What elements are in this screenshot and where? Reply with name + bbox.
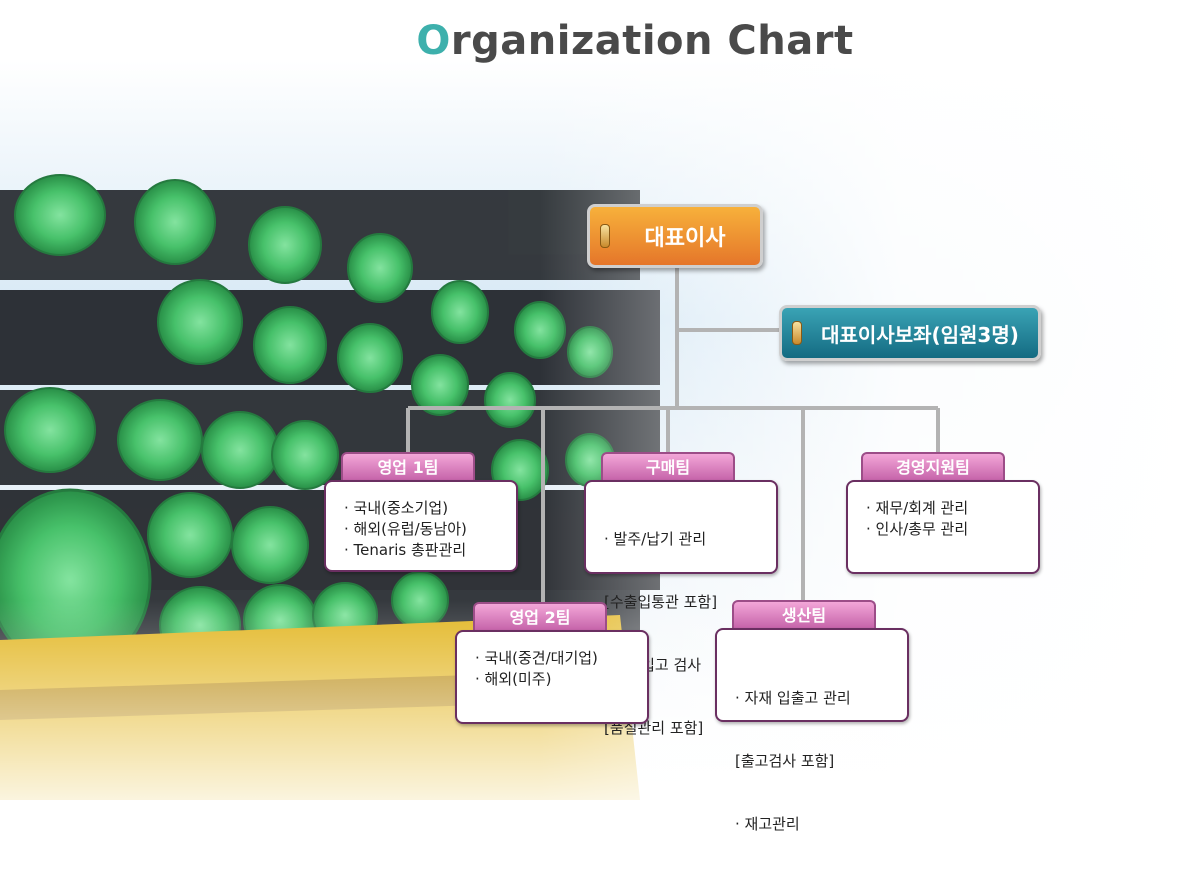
list-item: [수출입통관 포함] — [604, 593, 718, 611]
assistant-box: 대표이사보좌(임원3명) — [779, 305, 1041, 361]
page-title: Organization Chart — [0, 18, 1200, 64]
team-tab-sales2: 영업 2팀 — [473, 602, 607, 632]
list-item: · 자재 입출고 관리 — [735, 689, 851, 707]
team-box-sales1: · 국내(중소기업) · 해외(유럽/동남아) · Tenaris 총판관리 — [324, 480, 518, 572]
list-item: · 국내(중견/대기업) — [475, 649, 598, 667]
list-item: · 국내(중소기업) — [344, 499, 449, 517]
ceo-label: 대표이사 — [644, 226, 726, 251]
list-item: · 재고관리 — [735, 815, 800, 833]
ceo-box: 대표이사 — [587, 204, 763, 268]
list-item: [출고검사 포함] — [735, 752, 835, 770]
team-box-management: · 재무/회계 관리 · 인사/총무 관리 — [846, 480, 1040, 574]
list-item: · 해외(미주) — [475, 670, 552, 688]
team-tab-purchase: 구매팀 — [601, 452, 735, 482]
list-item: · 재무/회계 관리 — [866, 499, 969, 517]
team-box-sales2: · 국내(중견/대기업) · 해외(미주) — [455, 630, 649, 724]
title-accent-letter: O — [416, 18, 451, 64]
team-tab-management: 경영지원팀 — [861, 452, 1005, 482]
ring-icon — [792, 321, 802, 345]
list-item: · Tenaris 총판관리 — [344, 541, 467, 559]
team-box-production: · 자재 입출고 관리 [출고검사 포함] · 재고관리 — [715, 628, 909, 833]
team-tab-production: 생산팀 — [732, 600, 876, 630]
title-rest: rganization Chart — [450, 18, 854, 64]
org-connectors — [406, 268, 940, 605]
team-tab-sales1: 영업 1팀 — [341, 452, 475, 482]
ring-icon — [600, 224, 610, 248]
list-item: · 발주/납기 관리 — [604, 530, 707, 548]
list-item: · 해외(유럽/동남아) — [344, 520, 467, 538]
list-item: · 인사/총무 관리 — [866, 520, 969, 538]
background-pipes-photo — [0, 0, 1200, 800]
team-box-purchase: · 발주/납기 관리 [수출입통관 포함] · 자재입고 검사 [품질관리 포함… — [584, 480, 778, 737]
assistant-label: 대표이사보좌(임원3명) — [821, 322, 1019, 347]
